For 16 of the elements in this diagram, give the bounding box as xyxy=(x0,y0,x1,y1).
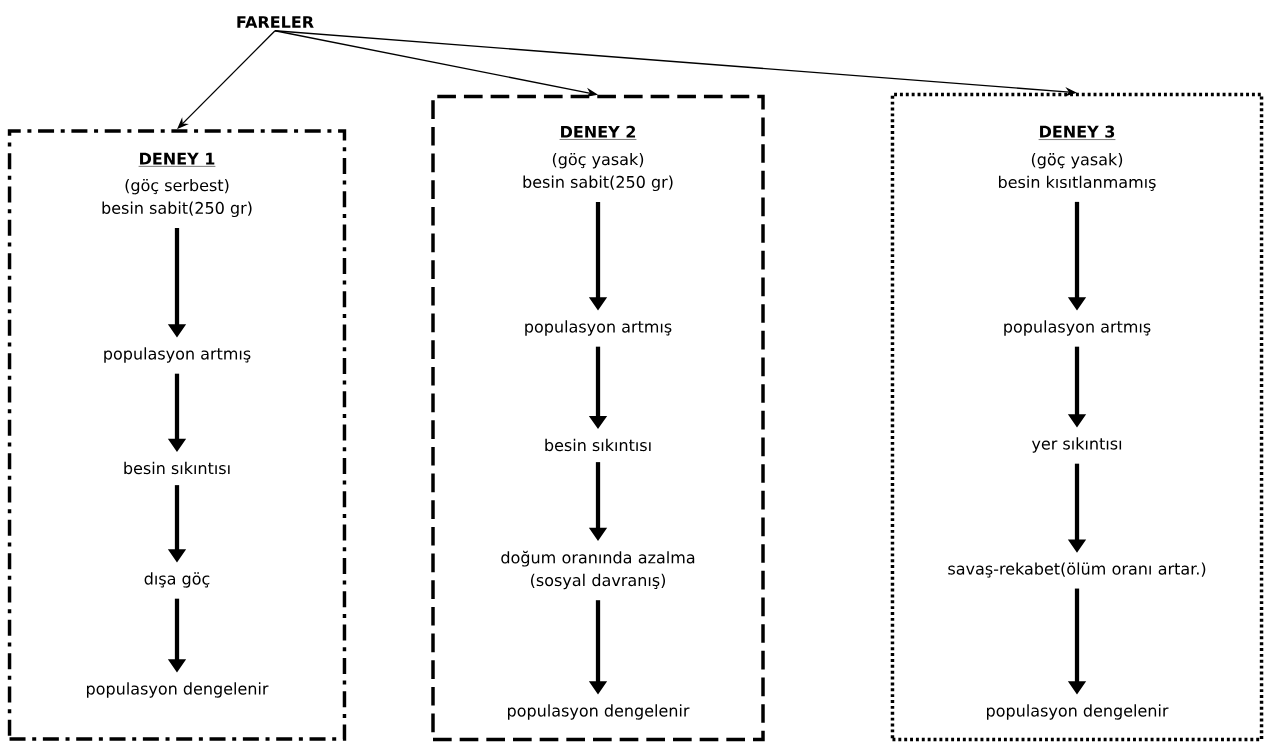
step-text: populasyon dengelenir xyxy=(508,704,690,720)
step-text: populasyon artmış xyxy=(104,347,251,363)
step-text: populasyon dengelenir xyxy=(87,682,269,698)
step-text: (göç yasak) besin kısıtlanmamış xyxy=(999,153,1156,191)
step-text: (göç serbest) besin sabit(250 gr) xyxy=(102,178,252,218)
step-text: (göç yasak) besin sabit(250 gr) xyxy=(523,152,673,192)
step-text: yer sıkıntısı xyxy=(1031,437,1122,453)
title-text: FARELER xyxy=(237,16,314,28)
step-text: populasyon artmış xyxy=(525,320,672,336)
step-text: doğum oranında azalma (sosyal davranış) xyxy=(501,550,695,590)
step-text: savaş-rekabet(ölüm oranı artar.) xyxy=(948,562,1206,578)
step-text: besin sıkıntısı xyxy=(545,438,651,452)
step-text: dışa göç xyxy=(144,572,210,588)
step-text: populasyon dengelenir xyxy=(987,704,1169,720)
step-text: besin sıkıntısı xyxy=(124,461,230,475)
step-text: populasyon artmış xyxy=(1004,320,1151,336)
